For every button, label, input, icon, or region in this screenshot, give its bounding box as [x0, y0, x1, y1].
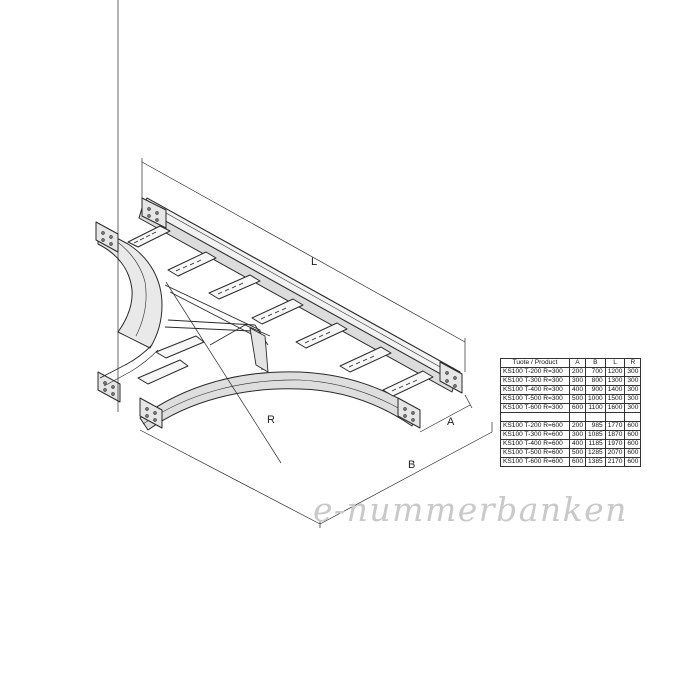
watermark-text: e-nummerbanken	[313, 490, 628, 529]
product-dimension-table: Tuote / Product A B L R KS100 T-200 R=30…	[500, 358, 642, 467]
value-cell: 985	[585, 421, 606, 431]
value-cell: 300	[624, 385, 642, 395]
ladder-rungs	[127, 225, 434, 397]
value-cell: 600	[624, 421, 642, 431]
header-a: A	[568, 358, 587, 368]
spacer-cell	[604, 412, 626, 422]
table-spacer-row	[500, 412, 642, 422]
center-braces	[164, 284, 271, 373]
value-cell: 600	[624, 430, 642, 440]
dimension-label-A: A	[447, 416, 455, 428]
value-cell: 300	[624, 367, 642, 377]
product-cell: KS100 T-500 R=600	[500, 448, 570, 458]
value-cell: 1000	[585, 394, 606, 404]
value-cell: 400	[568, 439, 587, 449]
dimension-line-B	[117, 0, 493, 528]
value-cell: 600	[624, 457, 642, 467]
value-cell: 1770	[604, 421, 626, 431]
value-cell: 900	[585, 385, 606, 395]
value-cell: 1300	[604, 376, 626, 386]
end-flange-lower-left	[97, 371, 163, 429]
header-product: Tuote / Product	[500, 358, 570, 368]
header-r: R	[624, 358, 642, 368]
value-cell: 600	[624, 439, 642, 449]
spacer-cell	[585, 412, 606, 422]
value-cell: 1970	[604, 439, 626, 449]
end-flange-top-left	[141, 197, 167, 229]
dimension-line-A	[419, 394, 473, 433]
product-cell: KS100 T-400 R=300	[500, 385, 570, 395]
table-header-row: Tuote / Product A B L R	[500, 358, 642, 368]
product-cell: KS100 T-400 R=600	[500, 439, 570, 449]
value-cell: 1600	[604, 403, 626, 413]
value-cell: 300	[624, 394, 642, 404]
value-cell: 700	[585, 367, 606, 377]
dimension-line-L	[141, 158, 466, 372]
value-cell: 1500	[604, 394, 626, 404]
spacer-cell	[568, 412, 587, 422]
value-cell: 500	[568, 394, 587, 404]
value-cell: 300	[624, 403, 642, 413]
product-cell: KS100 T-200 R=300	[500, 367, 570, 377]
spacer-cell	[500, 412, 570, 422]
spacer-cell	[624, 412, 642, 422]
value-cell: 2170	[604, 457, 626, 467]
value-cell: 200	[568, 367, 587, 377]
radius-leader-R	[165, 281, 282, 464]
value-cell: 200	[568, 421, 587, 431]
dimension-label-R: R	[267, 414, 275, 426]
product-cell: KS100 T-300 R=600	[500, 430, 570, 440]
value-cell: 300	[624, 376, 642, 386]
value-cell: 300	[568, 430, 587, 440]
value-cell: 1400	[604, 385, 626, 395]
main-side-rail	[138, 197, 461, 393]
dimension-label-B: B	[408, 459, 415, 471]
product-cell: KS100 T-200 R=600	[500, 421, 570, 431]
value-cell: 1385	[585, 457, 606, 467]
value-cell: 1870	[604, 430, 626, 440]
product-cell: KS100 T-600 R=300	[500, 403, 570, 413]
value-cell: 800	[585, 376, 606, 386]
value-cell: 600	[568, 403, 587, 413]
dimension-label-L: L	[311, 256, 317, 268]
value-cell: 2070	[604, 448, 626, 458]
value-cell: 1085	[585, 430, 606, 440]
value-cell: 600	[624, 448, 642, 458]
value-cell: 1185	[585, 439, 606, 449]
product-cell: KS100 T-600 R=600	[500, 457, 570, 467]
lower-left-branch-rail	[99, 344, 159, 387]
value-cell: 400	[568, 385, 587, 395]
value-cell: 1285	[585, 448, 606, 458]
rung-slots	[133, 231, 418, 392]
value-cell: 1200	[604, 367, 626, 377]
upper-curved-rail	[97, 227, 163, 349]
product-cell: KS100 T-300 R=300	[500, 376, 570, 386]
end-flange-right	[439, 361, 463, 394]
value-cell: 1100	[585, 403, 606, 413]
header-b: B	[585, 358, 606, 368]
value-cell: 500	[568, 448, 587, 458]
product-cell: KS100 T-500 R=300	[500, 394, 570, 404]
lower-curved-rail	[139, 371, 419, 431]
end-flange-lower-right	[397, 397, 421, 429]
value-cell: 300	[568, 376, 587, 386]
header-l: L	[604, 358, 626, 368]
value-cell: 600	[568, 457, 587, 467]
